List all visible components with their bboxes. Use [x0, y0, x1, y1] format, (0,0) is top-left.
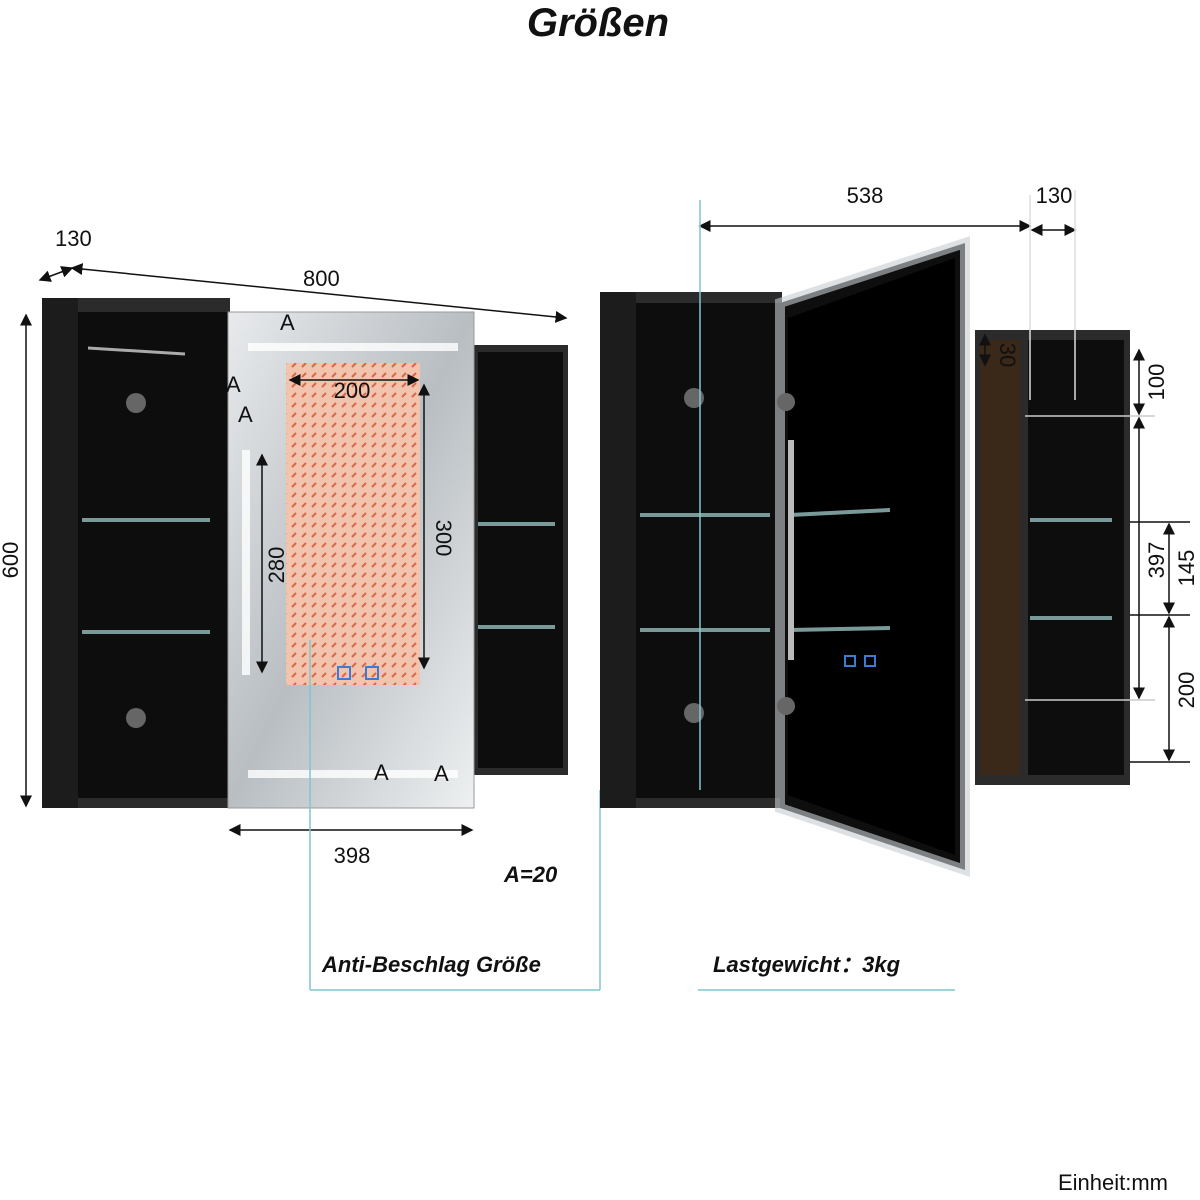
- left-cabinet: [42, 298, 568, 809]
- left-width-label: 800: [303, 266, 340, 291]
- margin-note: A=20: [503, 862, 558, 887]
- antifog-height-label: 300: [431, 520, 456, 557]
- right-dimension-lines: [698, 190, 1190, 991]
- unit-label: Einheit:mm: [1058, 1170, 1168, 1195]
- antifog-area: [286, 363, 420, 685]
- top-compartment-label: 100: [1144, 364, 1169, 401]
- margin-label-bottom: A: [374, 760, 389, 785]
- right-cabinet: [600, 236, 1130, 877]
- margin-label-strip: A: [238, 402, 253, 427]
- left-dimension-lines: [20, 263, 601, 991]
- mirror-width-label: 398: [334, 843, 371, 868]
- title: Größen: [527, 1, 669, 45]
- left-height-label: 600: [0, 542, 23, 579]
- margin-label-right: A: [434, 761, 449, 786]
- margin-label-left: A: [226, 372, 241, 397]
- top-offset-label: 30: [995, 343, 1020, 367]
- shelf-zone-label: 397: [1144, 542, 1169, 579]
- antifog-width-label: 200: [334, 378, 371, 403]
- right-depth-label: 130: [1036, 183, 1073, 208]
- antifog-caption: Anti-Beschlag Größe: [321, 952, 541, 977]
- left-depth-label: 130: [55, 226, 92, 251]
- bottom-shelf-label: 200: [1174, 672, 1199, 709]
- light-strip-height-label: 280: [264, 547, 289, 584]
- load-capacity-caption: Lastgewicht：3kg: [713, 952, 901, 977]
- door-width-label: 538: [847, 183, 884, 208]
- margin-label-top: A: [280, 310, 295, 335]
- shelf-spacing-label: 145: [1174, 550, 1199, 587]
